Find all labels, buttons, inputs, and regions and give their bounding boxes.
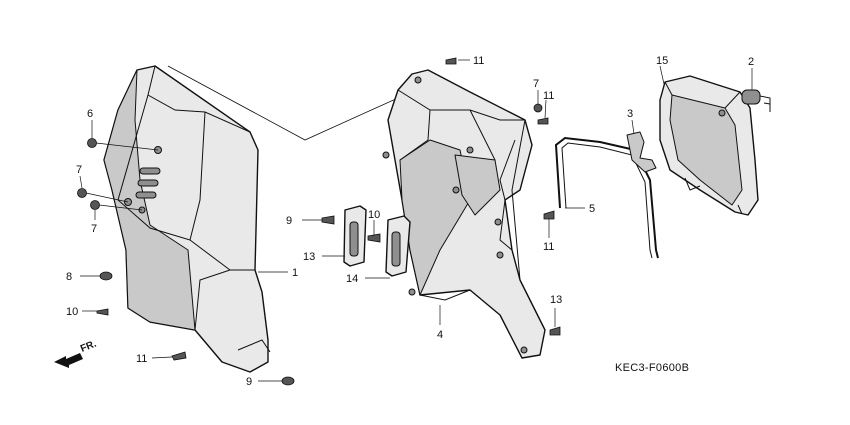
part-6-lid <box>659 75 759 216</box>
vent-slot <box>135 191 157 199</box>
bolt-10 <box>321 215 335 225</box>
callout-13: 11 <box>543 241 554 253</box>
front-direction-marker: FR. <box>54 338 98 368</box>
assembly-connection-line <box>167 65 421 141</box>
callout-5: 5 <box>589 203 595 215</box>
callout-1: 1 <box>292 267 298 279</box>
mount-hole <box>496 251 504 259</box>
mount-hole <box>520 346 528 354</box>
fasteners <box>77 57 561 386</box>
part-4-inner-cover <box>382 69 546 359</box>
vent-slot <box>139 167 161 175</box>
screw-13 <box>549 326 561 336</box>
callout-10: 9 <box>286 215 292 227</box>
callout-9: 8 <box>66 271 72 283</box>
screw-11 <box>171 351 187 361</box>
diagram-code: KEC3-F0600B <box>615 362 689 374</box>
mount-hole <box>718 109 726 117</box>
front-label: FR. <box>79 338 98 354</box>
mount-hole <box>382 151 390 159</box>
callout-2: 2 <box>748 56 754 68</box>
bolt-7 <box>77 188 87 198</box>
screw-11 <box>96 308 109 316</box>
part-1-front-cover <box>103 65 271 373</box>
part-14-bracket <box>343 205 367 267</box>
callout-11: 11 <box>136 353 147 365</box>
callout-7: 6 <box>87 108 93 120</box>
callout-11: 11 <box>473 55 484 67</box>
callout-11: 10 <box>66 306 78 318</box>
callout-13: 13 <box>550 294 562 306</box>
mount-hole <box>466 146 474 154</box>
bolt-7 <box>87 138 97 148</box>
callout-11: 11 <box>543 90 554 102</box>
bolt-7 <box>90 200 100 210</box>
callout-15: 14 <box>346 273 358 285</box>
screw-11 <box>537 117 549 125</box>
callout-7: 7 <box>91 223 97 235</box>
leader-lines <box>79 59 753 382</box>
callout-14: 13 <box>303 251 315 263</box>
bolt-8 <box>533 103 543 113</box>
part-3-hinge-clip <box>626 131 657 173</box>
mount-hole <box>408 288 416 296</box>
callout-8: 7 <box>533 78 539 90</box>
screw-9 <box>281 376 295 386</box>
bolt-10 <box>367 233 381 243</box>
callout-9: 9 <box>246 376 252 388</box>
mount-hole <box>494 218 502 226</box>
callout-6: 15 <box>656 55 668 67</box>
callout-labels: 6 7 7 8 10 11 9 1 11 7 11 9 10 13 14 11 … <box>66 55 754 388</box>
mount-hole <box>414 76 422 84</box>
screw-11 <box>445 57 457 65</box>
screw-9 <box>99 271 113 281</box>
front-arrow-icon <box>54 353 83 368</box>
mount-hole <box>452 186 460 194</box>
screw-13 <box>543 210 555 220</box>
part-2-lock <box>741 89 771 112</box>
vent-slot <box>137 179 159 187</box>
part-5-seal-strip <box>554 136 659 259</box>
part-15-bracket <box>385 215 411 277</box>
callout-3: 3 <box>627 108 633 120</box>
callout-10: 10 <box>368 209 380 221</box>
callout-7: 7 <box>76 164 82 176</box>
callout-4: 4 <box>437 329 443 341</box>
